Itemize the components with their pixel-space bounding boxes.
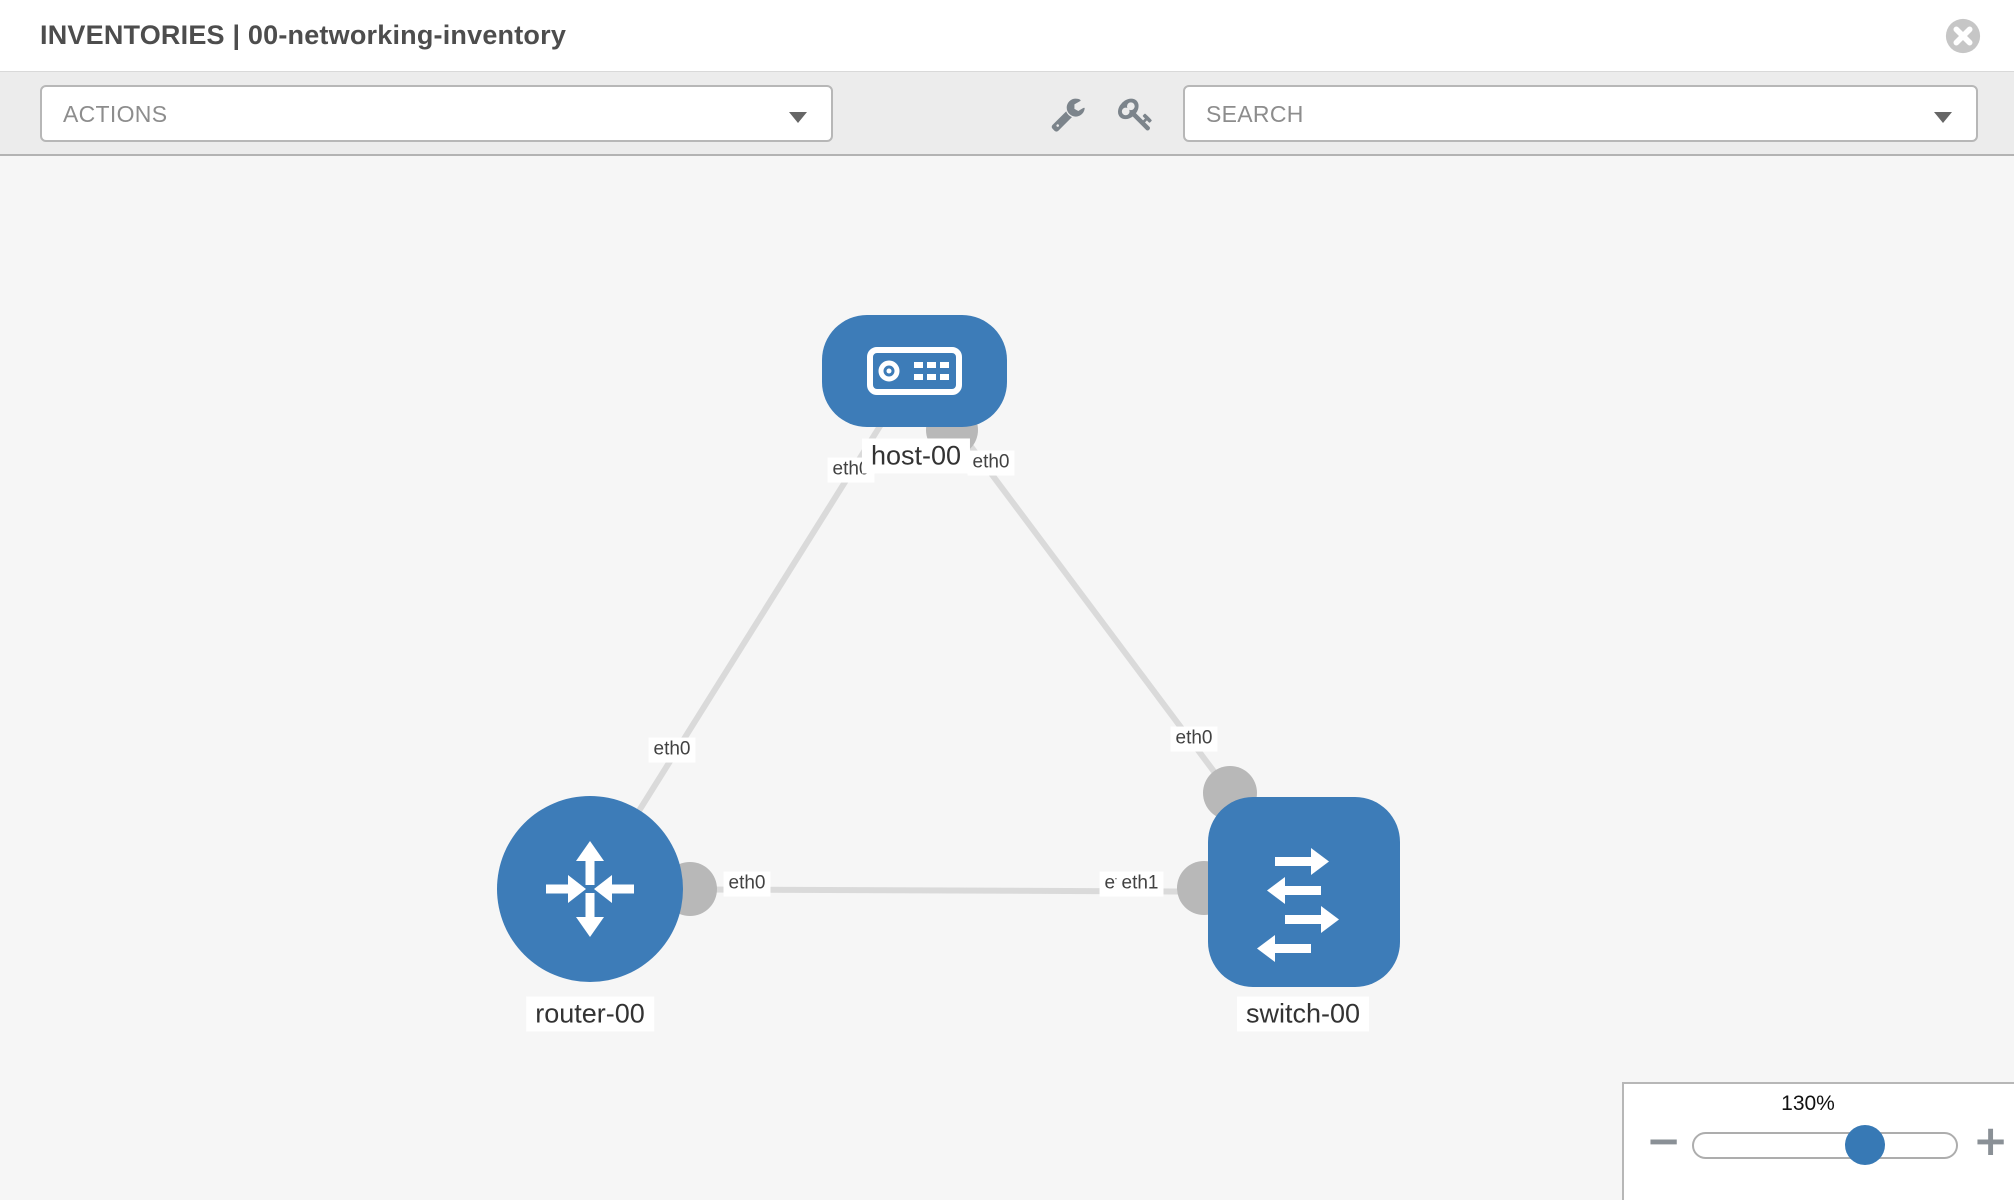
interface-label-switch-eth0-uplink: eth0 — [1170, 726, 1218, 752]
topology-svg[interactable] — [0, 156, 2014, 1200]
router-icon — [546, 841, 634, 937]
zoom-control-panel: 130% − + — [1622, 1082, 2014, 1200]
zoom-in-button[interactable]: + — [1973, 1116, 2009, 1165]
chevron-down-icon[interactable] — [789, 112, 807, 123]
node-label-switch[interactable]: switch-00 — [1236, 996, 1370, 1032]
switch-icon — [1257, 848, 1339, 962]
zoom-level-value: 130% — [1781, 1092, 1835, 1115]
node-router[interactable] — [497, 796, 683, 982]
zoom-out-button[interactable]: − — [1646, 1116, 1682, 1165]
search-dropdown-label: SEARCH — [1206, 101, 1304, 127]
link-host-router[interactable] — [587, 369, 918, 891]
zoom-slider-track[interactable] — [1692, 1132, 1958, 1159]
interface-label-router-eth0-uplink: eth0 — [648, 737, 696, 763]
wrench-icon — [1051, 98, 1085, 132]
close-button[interactable] — [1944, 17, 1982, 55]
node-label-host[interactable]: host-00 — [861, 438, 971, 474]
key-icon — [1118, 98, 1152, 131]
toolbar: ACTIONS SEARCH — [0, 72, 2014, 156]
key-button[interactable] — [1118, 96, 1154, 132]
node-switch[interactable] — [1208, 797, 1400, 987]
page-header: INVENTORIES | 00-networking-inventory — [0, 0, 2014, 72]
zoom-slider-thumb[interactable] — [1845, 1125, 1885, 1165]
interface-label-switch-eth1: eth1 — [1116, 871, 1164, 897]
topology-canvas[interactable]: eth0 host-00 eth0 eth0 eth0 eth0 eth0 et… — [0, 156, 2014, 1200]
search-dropdown[interactable]: SEARCH — [1183, 85, 1978, 142]
page-title: INVENTORIES | 00-networking-inventory — [40, 20, 567, 50]
interface-label-host-eth0-right: eth0 — [967, 450, 1015, 476]
actions-dropdown-label: ACTIONS — [63, 101, 168, 127]
actions-dropdown[interactable]: ACTIONS — [40, 85, 833, 142]
node-host[interactable] — [822, 315, 1007, 427]
chevron-down-icon[interactable] — [1934, 112, 1952, 123]
configure-button[interactable] — [1050, 96, 1086, 132]
node-label-router[interactable]: router-00 — [526, 996, 654, 1032]
host-icon — [867, 347, 962, 395]
close-icon — [1945, 18, 1981, 54]
interface-label-router-eth0: eth0 — [723, 871, 771, 897]
